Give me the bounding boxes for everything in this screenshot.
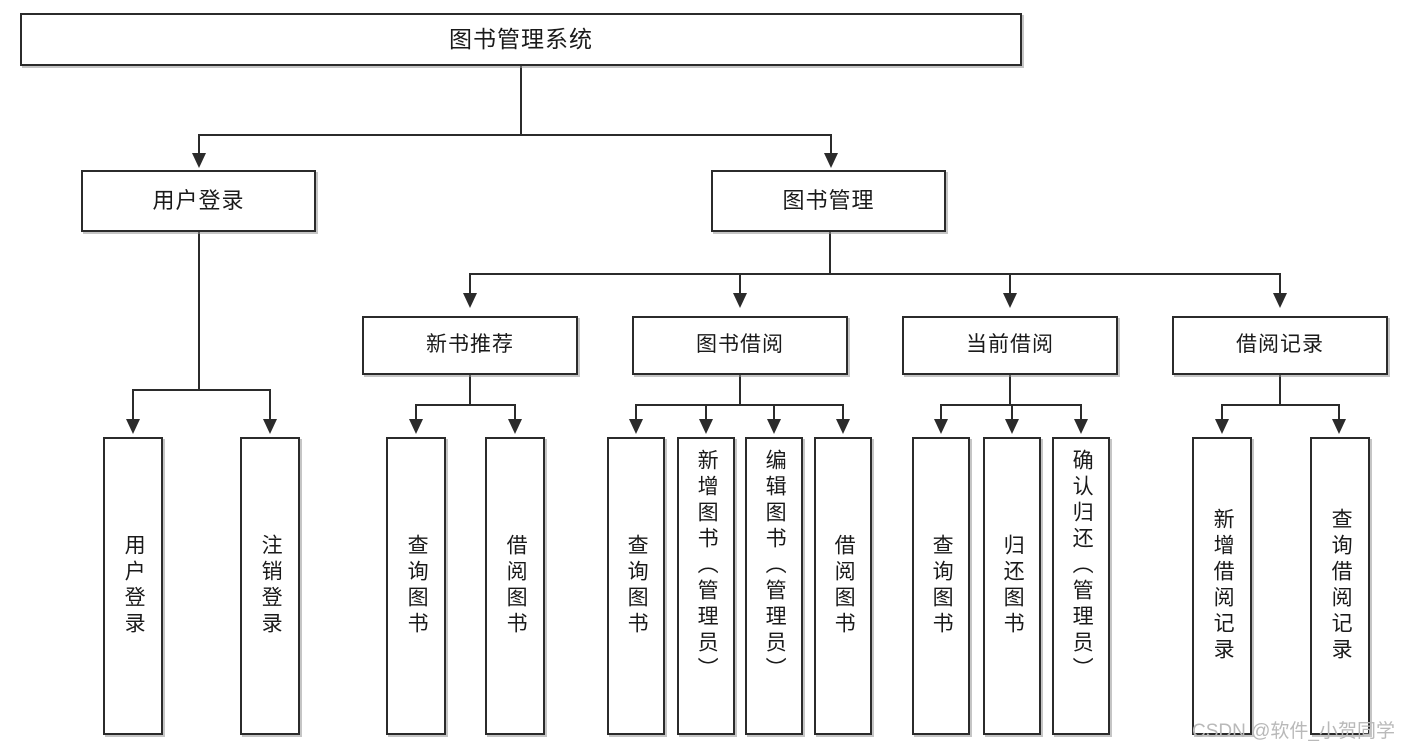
- connector-book-borrow-bus: [635, 404, 843, 406]
- node-leaf-edit-book-label: 编辑图书（管理员）: [763, 449, 787, 683]
- arrowhead-user-login: [192, 153, 206, 168]
- node-leaf-edit-book[interactable]: 编辑图书（管理员）: [745, 437, 803, 735]
- node-leaf-borrow-book-2-label: 借阅图书: [832, 534, 856, 638]
- connector-bm-to-book-borrow: [739, 273, 741, 295]
- node-user-login-label: 用户登录: [152, 188, 245, 214]
- connector-bm-to-current-borrow: [1009, 273, 1011, 295]
- node-leaf-query-book-2[interactable]: 查询图书: [607, 437, 665, 735]
- arrowhead-leaf-user-login: [126, 419, 140, 434]
- node-leaf-borrow-book-1-label: 借阅图书: [504, 534, 528, 638]
- arrowhead-leaf-return-book: [1005, 419, 1019, 434]
- arrowhead-leaf-borrow-book-1: [508, 419, 522, 434]
- connector-new-book-rec-stem: [469, 375, 471, 405]
- node-leaf-add-book[interactable]: 新增图书（管理员）: [677, 437, 735, 735]
- connector-bb-to-leaf-3: [773, 404, 775, 421]
- connector-user-login-to-leaf-2: [269, 389, 271, 421]
- arrowhead-borrow-record: [1273, 293, 1287, 308]
- node-leaf-return-book[interactable]: 归还图书: [983, 437, 1041, 735]
- node-leaf-confirm-return[interactable]: 确认归还（管理员）: [1052, 437, 1110, 735]
- node-current-borrow-label: 当前借阅: [966, 333, 1054, 357]
- node-leaf-query-book-1-label: 查询图书: [405, 534, 429, 638]
- connector-root-to-user-login: [198, 134, 200, 155]
- node-leaf-query-book-1[interactable]: 查询图书: [386, 437, 446, 735]
- connector-bb-to-leaf-4: [842, 404, 844, 421]
- arrowhead-new-book-rec: [463, 293, 477, 308]
- connector-nbr-to-leaf-2: [514, 404, 516, 421]
- arrowhead-leaf-query-book-2: [629, 419, 643, 434]
- connector-current-borrow-bus: [940, 404, 1081, 406]
- arrowhead-leaf-add-book: [699, 419, 713, 434]
- node-leaf-query-book-2-label: 查询图书: [625, 534, 649, 638]
- node-leaf-query-record[interactable]: 查询借阅记录: [1310, 437, 1370, 735]
- connector-user-login-to-leaf-1: [132, 389, 134, 421]
- arrowhead-current-borrow: [1003, 293, 1017, 308]
- connector-root-bus: [198, 134, 832, 136]
- arrowhead-leaf-borrow-book-2: [836, 419, 850, 434]
- node-leaf-add-record-label: 新增借阅记录: [1211, 508, 1235, 664]
- connector-cb-to-leaf-2: [1011, 404, 1013, 421]
- arrowhead-leaf-query-book-1: [409, 419, 423, 434]
- connector-bm-to-new-book-rec: [469, 273, 471, 295]
- arrowhead-leaf-confirm-return: [1074, 419, 1088, 434]
- node-borrow-record[interactable]: 借阅记录: [1172, 316, 1388, 375]
- node-current-borrow[interactable]: 当前借阅: [902, 316, 1118, 375]
- node-new-book-rec-label: 新书推荐: [426, 333, 514, 357]
- arrowhead-leaf-logout: [263, 419, 277, 434]
- connector-book-manage-stem: [829, 232, 831, 274]
- connector-bm-to-borrow-record: [1279, 273, 1281, 295]
- connector-current-borrow-stem: [1009, 375, 1011, 405]
- node-leaf-user-login-label: 用户登录: [122, 534, 146, 638]
- node-book-borrow-label: 图书借阅: [696, 333, 784, 357]
- node-new-book-rec[interactable]: 新书推荐: [362, 316, 578, 375]
- connector-cb-to-leaf-1: [940, 404, 942, 421]
- connector-br-to-leaf-1: [1221, 404, 1223, 421]
- connector-new-book-rec-bus: [415, 404, 515, 406]
- connector-bb-to-leaf-2: [705, 404, 707, 421]
- connector-nbr-to-leaf-1: [415, 404, 417, 421]
- connector-borrow-record-stem: [1279, 375, 1281, 405]
- connector-br-to-leaf-2: [1338, 404, 1340, 421]
- connector-bb-to-leaf-1: [635, 404, 637, 421]
- node-leaf-user-login[interactable]: 用户登录: [103, 437, 163, 735]
- connector-user-login-bus: [132, 389, 270, 391]
- arrowhead-leaf-edit-book: [767, 419, 781, 434]
- connector-borrow-record-bus: [1221, 404, 1339, 406]
- arrowhead-leaf-query-record: [1332, 419, 1346, 434]
- node-leaf-add-record[interactable]: 新增借阅记录: [1192, 437, 1252, 735]
- connector-root-to-book-manage: [830, 134, 832, 155]
- node-book-manage-label: 图书管理: [782, 188, 875, 214]
- connector-cb-to-leaf-3: [1080, 404, 1082, 421]
- node-leaf-borrow-book-2[interactable]: 借阅图书: [814, 437, 872, 735]
- node-book-manage[interactable]: 图书管理: [711, 170, 946, 232]
- node-leaf-confirm-return-label: 确认归还（管理员）: [1070, 449, 1094, 683]
- arrowhead-book-manage: [824, 153, 838, 168]
- node-borrow-record-label: 借阅记录: [1236, 333, 1324, 357]
- arrowhead-leaf-query-book-3: [934, 419, 948, 434]
- node-root-label: 图书管理系统: [449, 26, 593, 53]
- arrowhead-book-borrow: [733, 293, 747, 308]
- node-leaf-logout[interactable]: 注销登录: [240, 437, 300, 735]
- node-leaf-return-book-label: 归还图书: [1001, 534, 1025, 638]
- node-user-login[interactable]: 用户登录: [81, 170, 316, 232]
- watermark: CSDN @软件_小贺同学: [1192, 721, 1395, 742]
- connector-root-stem: [520, 66, 522, 135]
- arrowhead-leaf-add-record: [1215, 419, 1229, 434]
- connector-book-manage-bus: [469, 273, 1280, 275]
- node-root[interactable]: 图书管理系统: [20, 13, 1022, 66]
- node-leaf-query-record-label: 查询借阅记录: [1329, 508, 1353, 664]
- node-leaf-query-book-3-label: 查询图书: [930, 534, 954, 638]
- node-leaf-borrow-book-1[interactable]: 借阅图书: [485, 437, 545, 735]
- node-leaf-query-book-3[interactable]: 查询图书: [912, 437, 970, 735]
- node-book-borrow[interactable]: 图书借阅: [632, 316, 848, 375]
- node-leaf-logout-label: 注销登录: [259, 534, 283, 638]
- connector-user-login-stem: [198, 232, 200, 390]
- node-leaf-add-book-label: 新增图书（管理员）: [695, 449, 719, 683]
- connector-book-borrow-stem: [739, 375, 741, 405]
